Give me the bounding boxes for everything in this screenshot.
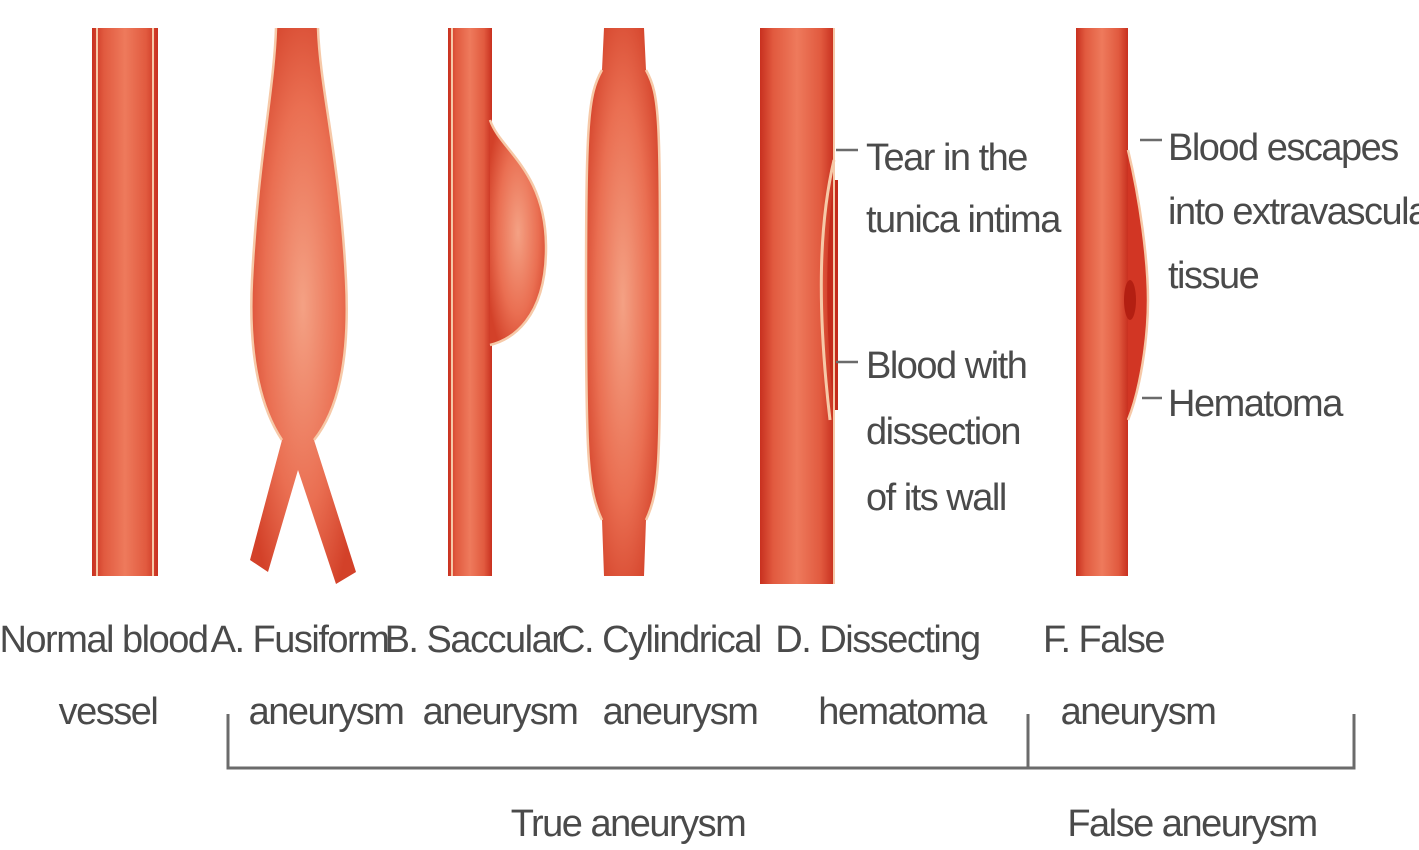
saccular-aneurysm-shape (448, 28, 546, 576)
dissecting-label: D. Dissecting hematoma (775, 619, 988, 733)
false-aneurysm-label: F. False aneurysm (1043, 619, 1215, 733)
blood-escapes-annotation: Blood escapes into extravascular tissue (1168, 127, 1419, 297)
fusiform-aneurysm-shape (250, 28, 356, 584)
false-aneurysm-shape (1076, 28, 1148, 576)
tear-annotation: Tear in the tunica intima (866, 137, 1062, 241)
fusiform-label: A. Fusiform aneurysm (211, 619, 404, 733)
cylindrical-aneurysm-shape (586, 28, 660, 576)
true-aneurysm-group-label: True aneurysm (511, 803, 746, 845)
cylindrical-label: C. Cylindrical aneurysm (558, 619, 770, 733)
false-aneurysm-group-label: False aneurysm (1067, 803, 1316, 845)
hematoma-annotation: Hematoma (1168, 383, 1344, 425)
blood-dissection-annotation: Blood with dissection of its wall (866, 345, 1035, 519)
normal-vessel-label: Normal blood vessel (0, 619, 217, 733)
dissecting-hematoma-shape (760, 28, 838, 584)
normal-vessel-shape (92, 28, 158, 576)
saccular-label: B. Saccular aneurysm (385, 619, 578, 733)
